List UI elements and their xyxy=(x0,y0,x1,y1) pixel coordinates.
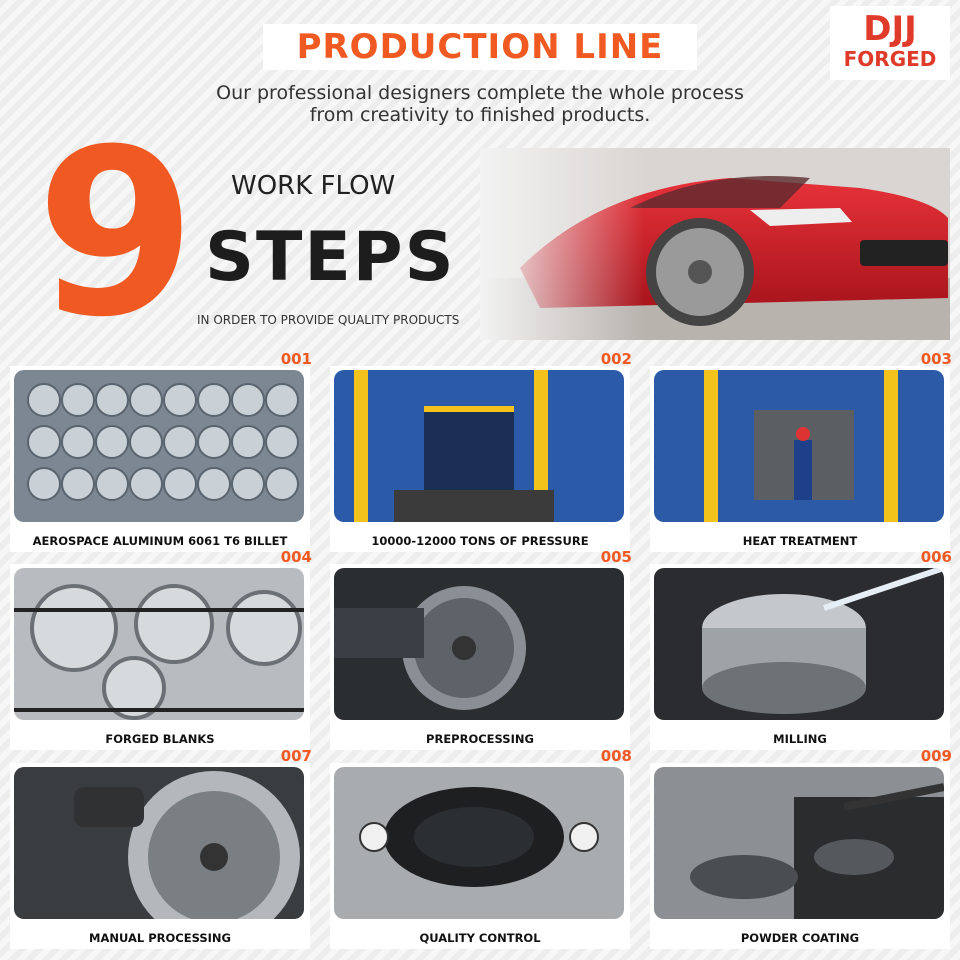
title-banner: PRODUCTION LINE xyxy=(263,24,697,70)
step-label: 10000-12000 TONS OF PRESSURE xyxy=(371,534,589,548)
logo-djj-text: DJJ xyxy=(863,9,917,49)
step-label: MANUAL PROCESSING xyxy=(89,931,231,945)
step-label: PREPROCESSING xyxy=(426,732,534,746)
step-card-7: 007 MANUAL PROCESSING xyxy=(10,747,312,949)
step-card-1: 001 AEROSPACE ALUMINUM 6061 T6 BILLET xyxy=(10,350,312,552)
step-card-5: 005 PREPROCESSING xyxy=(330,548,632,750)
step-label: AEROSPACE ALUMINUM 6061 T6 BILLET xyxy=(32,534,288,548)
manual-processing-image xyxy=(14,767,304,919)
subtitle-line-2: from creativity to finished products. xyxy=(309,104,651,126)
steps-heading: STEPS xyxy=(205,218,456,297)
subtitle-line-1: Our professional designers complete the … xyxy=(216,82,744,104)
milling-image xyxy=(654,568,944,720)
big-number-nine: 9 xyxy=(36,101,197,368)
step-number: 002 xyxy=(600,350,632,368)
page-title: PRODUCTION LINE xyxy=(296,27,664,67)
step-card-2: 002 10000-12000 TONS OF PRESSURE xyxy=(330,350,632,552)
powder-coating-image xyxy=(654,767,944,919)
step-card-3: 003 HEAT TREATMENT xyxy=(650,350,952,552)
tagline: IN ORDER TO PROVIDE QUALITY PRODUCTS xyxy=(197,313,460,327)
step-number: 004 xyxy=(280,548,312,566)
step-card-6: 006 MILLING xyxy=(650,548,952,750)
aluminum-billet-image xyxy=(14,370,304,522)
workflow-heading: WORK FLOW xyxy=(231,171,396,201)
step-label: POWDER COATING xyxy=(740,931,860,945)
subtitle: Our professional designers complete the … xyxy=(120,82,840,126)
step-card-9: 009 POWDER COATING xyxy=(650,747,952,949)
brand-logo: DJJ FORGED xyxy=(830,6,950,80)
step-label: QUALITY CONTROL xyxy=(419,931,541,945)
step-number: 001 xyxy=(280,350,312,368)
step-number: 007 xyxy=(280,747,312,765)
hero-car-image xyxy=(480,148,950,340)
step-number: 005 xyxy=(600,548,632,566)
logo-forged-text: FORGED xyxy=(843,47,937,71)
step-number: 003 xyxy=(920,350,952,368)
step-number: 006 xyxy=(920,548,952,566)
step-label: HEAT TREATMENT xyxy=(742,534,858,548)
preprocessing-image xyxy=(334,568,624,720)
step-card-4: 004 FORGED BLANKS xyxy=(10,548,312,750)
step-number: 008 xyxy=(600,747,632,765)
step-label: FORGED BLANKS xyxy=(105,732,215,746)
heat-treatment-image xyxy=(654,370,944,522)
step-number: 009 xyxy=(920,747,952,765)
step-card-8: 008 QUALITY CONTROL xyxy=(330,747,632,949)
quality-control-image xyxy=(334,767,624,919)
forging-press-image xyxy=(334,370,624,522)
step-label: MILLING xyxy=(773,732,827,746)
forged-blanks-image xyxy=(14,568,304,720)
